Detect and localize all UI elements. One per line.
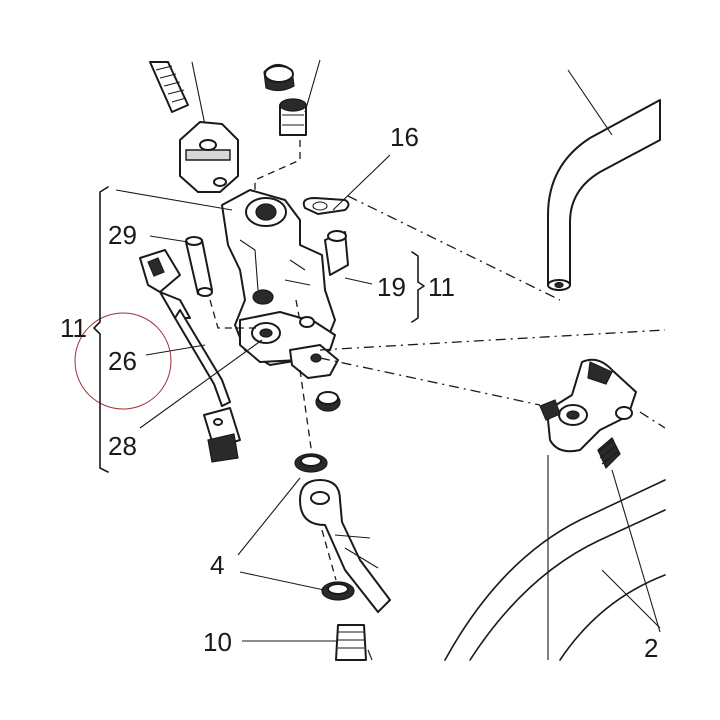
hose-leader <box>567 69 613 136</box>
label-19: 19 <box>377 272 406 302</box>
hose <box>547 99 661 291</box>
pin-axis <box>209 299 301 329</box>
label-11-right: 11 <box>428 272 455 302</box>
label-10: 10 <box>203 627 232 657</box>
label-26: 26 <box>108 346 137 376</box>
group-11-brace-right <box>411 251 425 323</box>
label-29: 29 <box>108 220 137 250</box>
label-16: 16 <box>390 122 419 152</box>
banjo-axis <box>299 369 313 456</box>
sensor-connector <box>139 249 191 319</box>
brake-caliper-body <box>221 189 349 379</box>
sensor-wire <box>174 309 231 407</box>
lower-nut <box>315 391 341 412</box>
bolt-axis-end <box>367 649 373 661</box>
pin-29-leader <box>149 235 189 243</box>
frame-line-lower <box>559 574 666 661</box>
bleed-axis <box>254 140 301 200</box>
assembly-line-bracket <box>319 357 541 406</box>
part-19-leader <box>344 277 373 285</box>
bleed-cap <box>263 63 295 92</box>
banjo-bolt <box>335 624 367 661</box>
label-28: 28 <box>108 431 137 461</box>
part-2-leader-a <box>601 569 661 629</box>
washer-lower <box>321 581 355 601</box>
washer-4-leader-b <box>239 571 325 591</box>
highlight-circle <box>74 312 172 410</box>
group-11-top-leader <box>115 189 233 211</box>
group-11-bracket-left <box>93 186 109 473</box>
bleed-screw <box>279 98 307 136</box>
sensor-end <box>203 407 241 463</box>
pin-29 <box>185 236 213 297</box>
spring-clip <box>302 197 350 215</box>
bleed-leader <box>304 59 321 113</box>
assembly-line-clip <box>347 195 561 301</box>
label-4: 4 <box>210 550 224 580</box>
banjo-fitting <box>299 479 391 613</box>
washer-upper <box>294 453 328 473</box>
cable-leader <box>191 61 206 126</box>
washer-4-leader-a <box>237 477 301 556</box>
threaded-cable-end <box>149 61 189 113</box>
label-2: 2 <box>644 633 658 663</box>
clip-leader <box>332 154 391 211</box>
sensor-leader <box>145 344 206 356</box>
bracket-spring <box>597 437 621 470</box>
frame-line-inner <box>469 509 666 661</box>
assembly-line-top <box>319 329 666 351</box>
cable-clamp <box>179 121 239 193</box>
assembly-line-right <box>639 411 666 429</box>
washer-28-leader <box>139 339 263 429</box>
frame-line-outer <box>444 479 666 661</box>
part-2-leader-b <box>611 469 661 633</box>
mount-bracket <box>539 358 637 453</box>
banjo-axis-lower <box>321 529 337 581</box>
label-11-left: 11 <box>60 313 87 343</box>
